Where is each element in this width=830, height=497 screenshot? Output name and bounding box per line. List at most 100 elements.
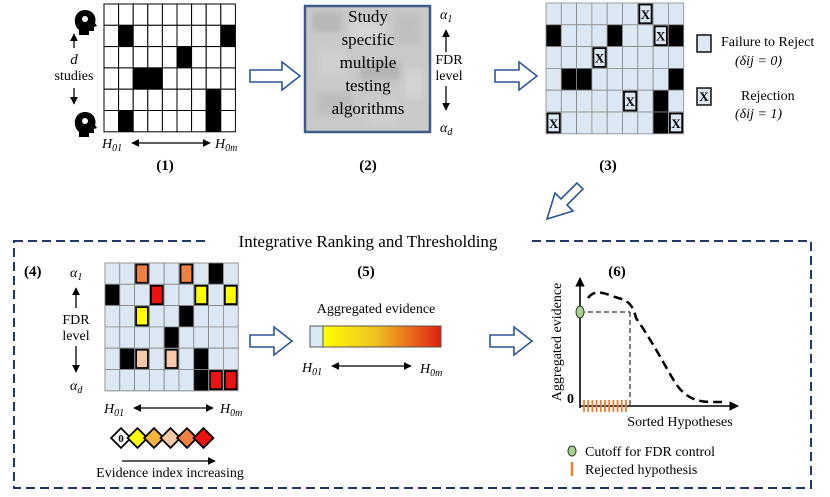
h01-label-panel5: H01 bbox=[301, 361, 322, 378]
alpha-1-label-panel2: α1 bbox=[440, 8, 452, 25]
h01-label-panel1: H01 bbox=[101, 137, 122, 154]
grid-cell-empty bbox=[103, 46, 120, 69]
grid-cell-empty bbox=[104, 326, 121, 349]
origin-zero-label: 0 bbox=[567, 392, 574, 407]
h0m-label-panel1: H0m bbox=[214, 137, 237, 154]
grid-cell-empty bbox=[606, 2, 623, 26]
grid-cell-empty bbox=[576, 2, 593, 26]
grid-cell-empty bbox=[119, 262, 136, 285]
evidence-diamond bbox=[192, 426, 215, 450]
grid-cell-empty bbox=[161, 46, 178, 69]
svg-text:H01: H01 bbox=[103, 402, 124, 419]
grid-cell-black bbox=[560, 68, 577, 91]
grid-cell-empty bbox=[134, 283, 150, 306]
grid-cell-empty bbox=[208, 326, 224, 349]
grid-cell-empty bbox=[148, 369, 165, 392]
grid-cell-empty bbox=[220, 110, 236, 133]
panel-label-5: (5) bbox=[357, 264, 375, 280]
grid-cell-empty bbox=[545, 2, 562, 26]
grid-cell-black bbox=[147, 67, 163, 90]
grid-cell-empty bbox=[119, 305, 136, 328]
alpha-d-label-panel4: αd bbox=[70, 379, 83, 396]
grid-cell-empty bbox=[147, 88, 163, 111]
evidence-diamond-zero: 0 bbox=[118, 433, 124, 445]
legend-failure-to-reject: Failure to Reject (δij = 0) bbox=[696, 34, 814, 69]
grid-cell-empty bbox=[222, 347, 239, 370]
panel-label-4: (4) bbox=[24, 264, 42, 280]
grid-cell-empty bbox=[193, 326, 210, 349]
svg-text:(δij = 1): (δij = 1) bbox=[735, 107, 782, 122]
grid-cell-empty bbox=[591, 68, 608, 91]
h01-label-panel4: H01 bbox=[103, 402, 124, 419]
grid-cell-empty bbox=[148, 262, 165, 285]
grid-cell-black bbox=[220, 24, 236, 48]
fdr-label-panel2: FDR bbox=[435, 53, 463, 68]
grid-cell-black bbox=[104, 283, 121, 306]
grid-cell-empty bbox=[606, 111, 623, 135]
grid-cell-empty bbox=[118, 67, 134, 90]
grid-cell-empty bbox=[191, 46, 207, 69]
rejection-x-mark: X bbox=[671, 116, 681, 131]
grid-cell-empty bbox=[104, 305, 121, 328]
studies-label: studies bbox=[55, 69, 94, 84]
grid-cell-empty bbox=[545, 46, 562, 69]
grid-cell-empty bbox=[132, 88, 149, 111]
grid-cell-empty bbox=[163, 283, 180, 306]
grid-cell-empty bbox=[163, 369, 180, 392]
rejection-x-mark: X bbox=[625, 94, 635, 109]
panel-label-6: (6) bbox=[608, 264, 626, 280]
grid-cell-empty bbox=[576, 111, 593, 135]
svg-text:H0m: H0m bbox=[214, 137, 237, 154]
svg-text:Rejection: Rejection bbox=[741, 89, 795, 104]
grid-cell-empty bbox=[220, 67, 236, 90]
grid-cell-black bbox=[652, 89, 669, 113]
grid-cell-empty bbox=[147, 46, 163, 69]
grid-cell-empty bbox=[591, 111, 608, 135]
grid-cell-red bbox=[223, 370, 238, 391]
grid-cell-empty bbox=[637, 46, 654, 69]
panel-1: d studies H01 H0m (1) bbox=[55, 3, 237, 174]
grid-cell-empty bbox=[652, 68, 669, 91]
evidence-diamond bbox=[175, 426, 199, 450]
grid-cell-empty bbox=[208, 283, 224, 306]
grid-cell-empty bbox=[208, 347, 224, 370]
algorithms-line: multiple bbox=[340, 53, 397, 72]
grid-cell-black bbox=[193, 347, 210, 370]
grid-cell-empty bbox=[176, 24, 193, 48]
grid-cell-red bbox=[209, 370, 223, 391]
flow-arrow-5-to-6 bbox=[489, 325, 534, 357]
grid-cell-empty bbox=[176, 67, 193, 90]
grid-cell-yellow bbox=[194, 284, 209, 305]
grid-cell-empty bbox=[178, 326, 195, 349]
grid-cell-black bbox=[118, 24, 134, 48]
grid-cell-empty bbox=[104, 347, 121, 370]
grid-cell-empty bbox=[622, 68, 639, 91]
grid-cell-empty bbox=[545, 68, 562, 91]
grid-cell-black bbox=[178, 305, 195, 328]
grid-cell-empty bbox=[576, 46, 593, 69]
grid-cell-yellow bbox=[135, 306, 149, 327]
algorithms-box-texture bbox=[312, 12, 423, 124]
grid-cell-empty bbox=[191, 3, 207, 26]
y-axis-label: Aggregated evidence bbox=[550, 283, 565, 402]
grid-cell-empty bbox=[118, 88, 134, 111]
grid-cell-empty bbox=[637, 89, 654, 113]
grid-cell-empty bbox=[637, 68, 654, 91]
legend-cutoff: Cutoff for FDR control bbox=[567, 445, 715, 460]
grid-cell-empty bbox=[606, 46, 623, 69]
level-label-panel4: level bbox=[62, 329, 89, 344]
flow-arrow-2-to-3 bbox=[494, 60, 539, 92]
grid-cell-empty bbox=[668, 89, 685, 113]
grid-cell-empty bbox=[622, 2, 639, 26]
panel-6: (6) Aggregated evidence Sorted Hypothese… bbox=[550, 264, 739, 478]
svg-text:H0m: H0m bbox=[219, 402, 242, 419]
panel-label-1: (1) bbox=[156, 158, 174, 174]
study-head-icon-top bbox=[74, 10, 97, 35]
evidence-grid-panel4 bbox=[104, 262, 239, 392]
evidence-gradient-bar bbox=[322, 325, 442, 348]
grid-cell-empty bbox=[591, 2, 608, 26]
grid-cell-empty bbox=[119, 326, 136, 349]
grid-cell-rejection bbox=[668, 111, 685, 135]
evidence-index-diamonds: 0 bbox=[109, 426, 215, 450]
